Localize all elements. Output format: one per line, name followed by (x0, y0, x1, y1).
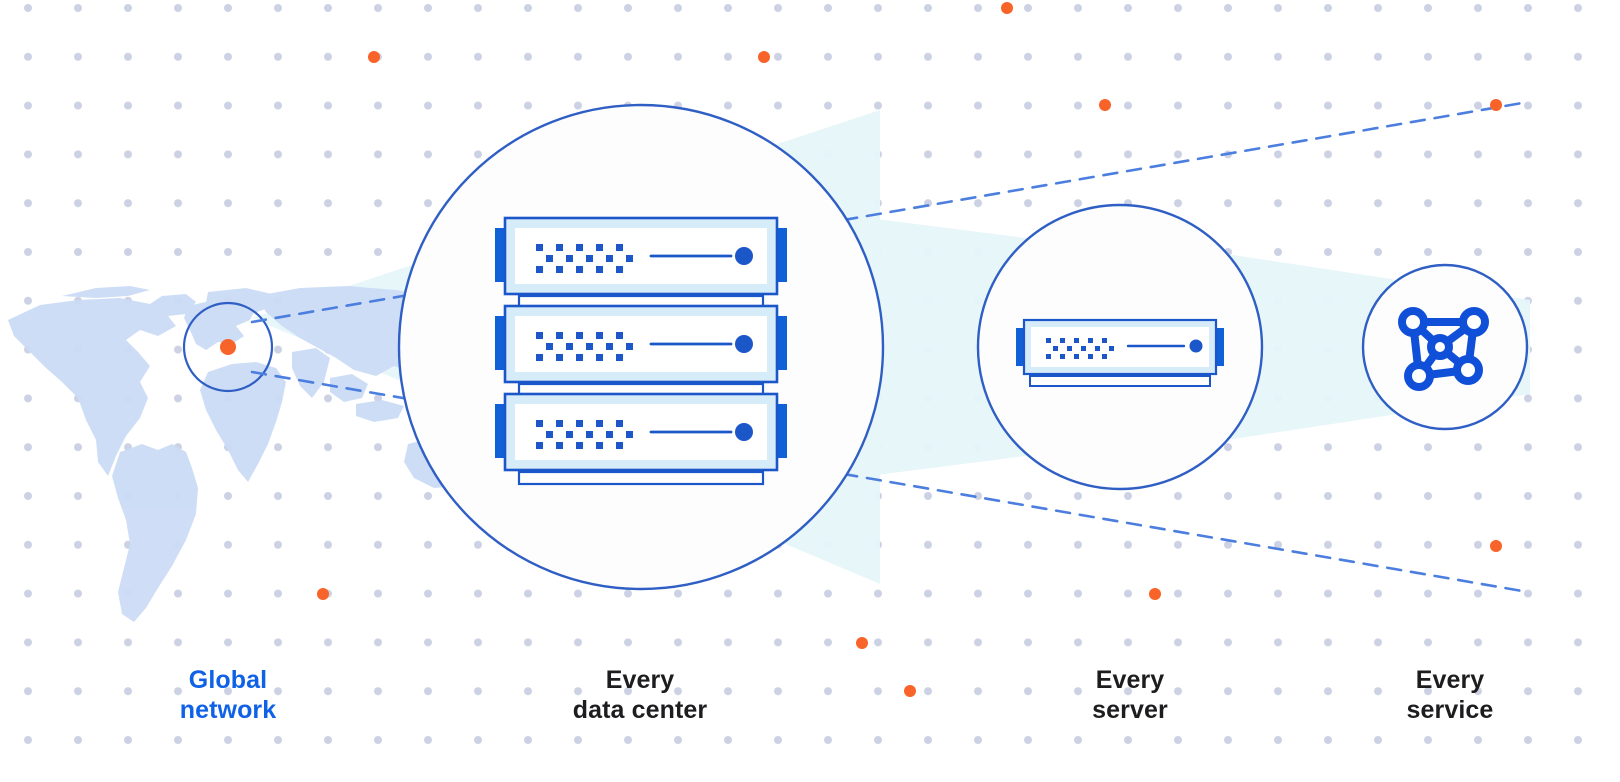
server-unit-single (1016, 318, 1224, 387)
led-dot-pattern-1 (536, 244, 633, 273)
led-dot-pattern-2 (536, 332, 633, 361)
network-node-dots (1398, 307, 1489, 391)
accent-dot (1099, 99, 1111, 111)
led-dot-pattern-server (1046, 338, 1114, 359)
label-data-center-line2: data center (572, 695, 708, 724)
led-dot-pattern-3 (536, 420, 633, 449)
global-network-circle (182, 301, 274, 393)
server-unit-3 (495, 392, 787, 486)
accent-dot (1001, 2, 1013, 14)
accent-dot (1149, 588, 1161, 600)
accent-dot (368, 51, 380, 63)
accent-dots (317, 2, 1502, 697)
service-stage (1361, 263, 1529, 431)
server-stage (976, 203, 1264, 491)
label-global-network-line2: network (179, 695, 277, 724)
label-data-center-line1: Every (605, 666, 675, 694)
europe-pin-dot (220, 339, 236, 355)
server-unit-1 (495, 216, 787, 310)
label-server-line2: server (1092, 695, 1168, 724)
accent-dot (856, 637, 868, 649)
server-unit-2 (495, 304, 787, 398)
accent-dot (758, 51, 770, 63)
accent-dot (904, 685, 916, 697)
label-service-line1: Every (1415, 666, 1485, 694)
accent-dot (317, 588, 329, 600)
accent-dot (1490, 99, 1502, 111)
data-center-stage (397, 103, 885, 591)
label-service-line2: service (1406, 695, 1494, 724)
label-server-line1: Every (1095, 666, 1165, 694)
label-global-network-line1: Global (188, 666, 268, 694)
accent-dot (1490, 540, 1502, 552)
